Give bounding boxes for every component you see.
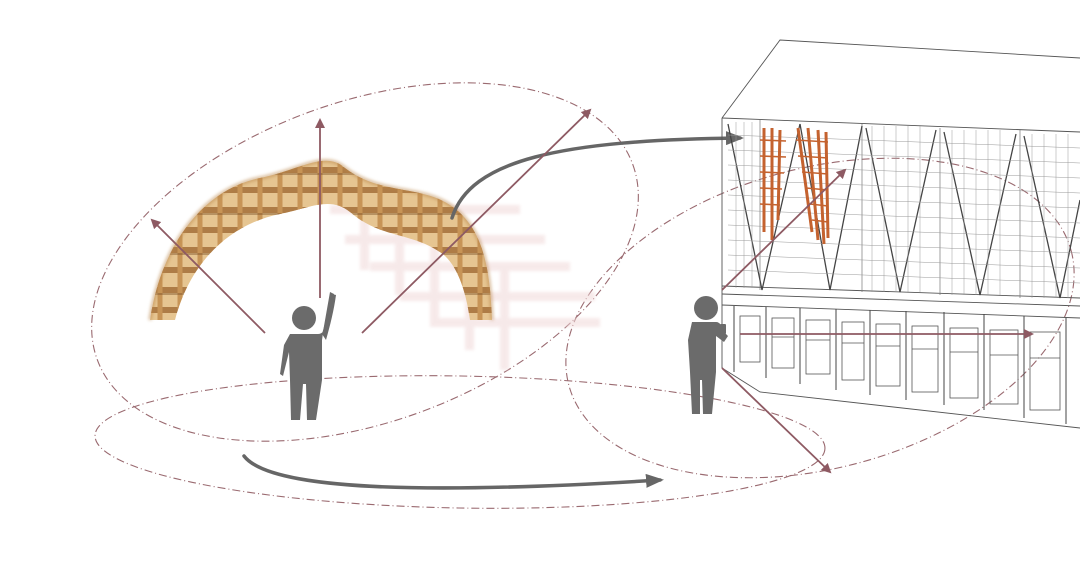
interaction-zones — [91, 82, 1075, 509]
zone-ellipse-facade — [565, 157, 1075, 479]
arrow-up-left — [150, 218, 266, 334]
arrow-facade-down — [721, 367, 832, 474]
person-pointing-icon — [280, 292, 336, 420]
flow-arrow-arch-to-facade — [450, 131, 744, 220]
arrow-facade-up — [721, 168, 847, 291]
zone-ellipse-ground — [94, 375, 826, 509]
building-facade-wireframe — [721, 39, 1080, 429]
flow-arrow-ground — [242, 454, 664, 490]
person-with-device-icon — [688, 296, 728, 414]
flow-arrows — [242, 131, 744, 490]
gesture-arrows — [150, 108, 1034, 474]
vertical-timber-louvers — [759, 127, 830, 245]
zone-ellipse-arch — [91, 82, 639, 442]
arrow-up-right — [361, 108, 592, 334]
